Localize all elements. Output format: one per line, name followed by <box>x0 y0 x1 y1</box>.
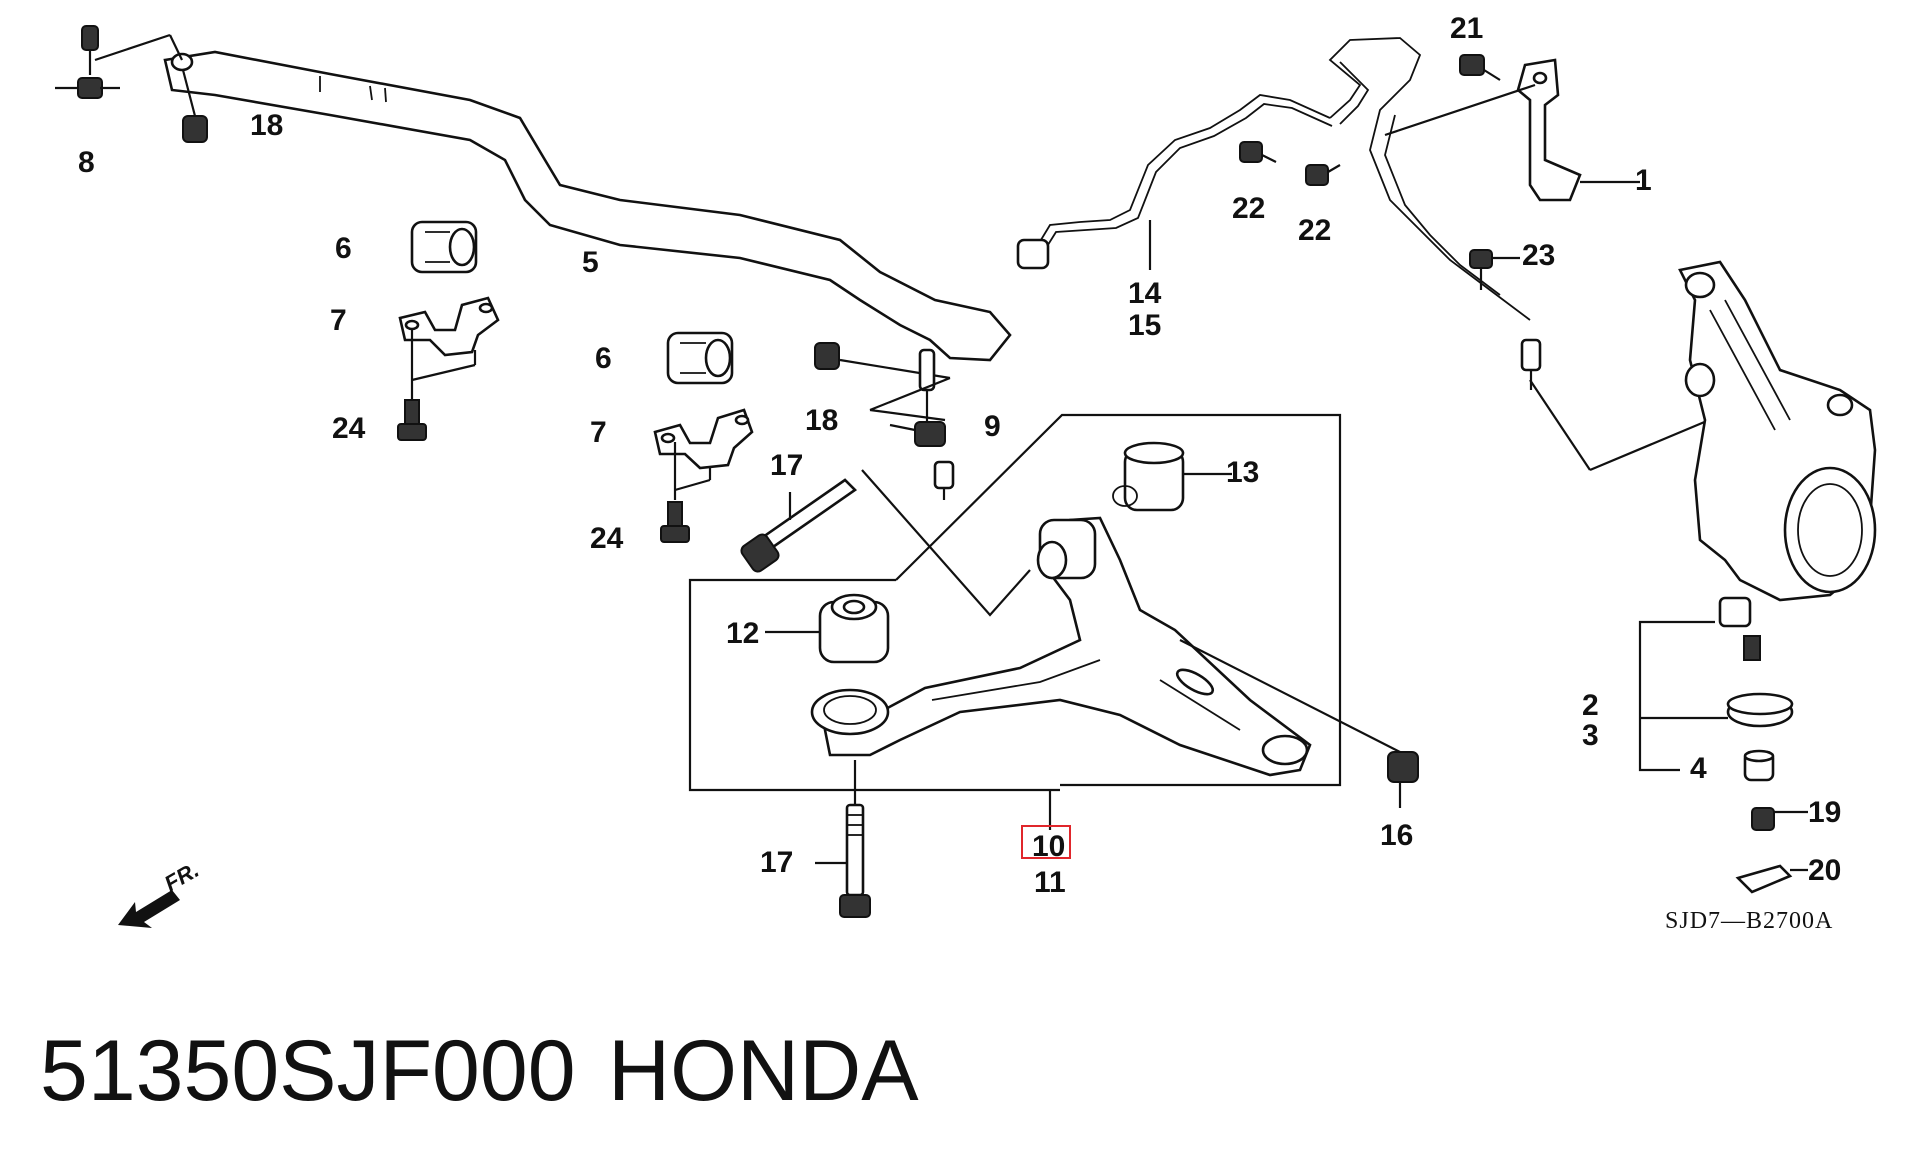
holder-7-left <box>398 296 500 410</box>
part-label: 9 <box>984 410 1001 443</box>
bolt-21 <box>1459 54 1501 81</box>
part-label: 7 <box>590 416 607 449</box>
part-label: 1 <box>1635 164 1652 197</box>
holder-7-center <box>653 408 754 500</box>
bushing-12 <box>765 593 890 664</box>
part-label: 15 <box>1128 309 1161 342</box>
part-label: 20 <box>1808 854 1841 887</box>
front-indicator-label: FR. <box>160 857 203 896</box>
bolt-22-b <box>1305 164 1341 186</box>
part-label: 11 <box>1034 866 1066 899</box>
bushing-13 <box>1112 441 1232 512</box>
nut-16 <box>1179 639 1419 808</box>
bolt-22-a <box>1239 141 1277 163</box>
part-label: 3 <box>1582 719 1599 752</box>
part-label: 4 <box>1690 752 1707 785</box>
diagram-reference: SJD7—B2700A <box>1665 908 1833 934</box>
brand: HONDA <box>608 1023 919 1119</box>
bolt-17-lower <box>815 760 871 918</box>
part-label: 8 <box>78 146 95 179</box>
bushing-front <box>1036 518 1097 580</box>
part-label: 24 <box>590 522 624 555</box>
bushing-6-left <box>410 220 478 274</box>
part-label: 18 <box>805 404 838 437</box>
part-label: 24 <box>332 412 366 445</box>
part-label: 14 <box>1128 277 1162 310</box>
part-label: 12 <box>726 617 759 650</box>
part-label: 16 <box>1380 819 1413 852</box>
highlight-box <box>1021 825 1071 859</box>
stabilizer-bar <box>163 50 1012 362</box>
part-label: 6 <box>595 342 612 375</box>
bushing-6-center <box>666 331 734 385</box>
lower-arm <box>810 516 1312 777</box>
part-label: 13 <box>1226 456 1259 489</box>
bolt-17-upper <box>740 469 1031 617</box>
lower-arm-bracket-lines <box>688 413 1342 830</box>
knuckle <box>1678 260 1877 661</box>
part-label: 23 <box>1522 239 1555 272</box>
bracket-1 <box>1384 58 1640 202</box>
part-label: 21 <box>1450 12 1483 45</box>
ball-joint-parts <box>1638 620 1808 894</box>
part-label: 17 <box>760 846 793 879</box>
bolt-24-left <box>397 399 427 441</box>
part-label: 17 <box>770 449 803 482</box>
end-link-right <box>869 348 955 500</box>
part-label: 22 <box>1298 214 1331 247</box>
part-label: 19 <box>1808 796 1841 829</box>
part-label: 7 <box>330 304 347 337</box>
front-arrow-icon: FR. <box>118 857 203 928</box>
nut-18-left <box>181 69 208 143</box>
part-label: 18 <box>250 109 283 142</box>
abs-sensor-harness <box>1016 37 1746 472</box>
part-number: 51350SJF000 <box>40 1023 576 1119</box>
part-label: 2 <box>1582 689 1599 722</box>
part-label: 10 <box>1032 830 1065 863</box>
end-link-left <box>55 25 183 99</box>
part-label: 6 <box>335 232 352 265</box>
bolt-23 <box>1469 249 1520 290</box>
nut-18-center <box>814 342 951 380</box>
part-label: 5 <box>582 246 599 279</box>
bolt-24-center <box>660 501 690 543</box>
part-labels: 1 2 3 4 5 6 6 7 7 8 9 10 11 12 13 14 15 … <box>78 12 1841 899</box>
part-label: 22 <box>1232 192 1265 225</box>
